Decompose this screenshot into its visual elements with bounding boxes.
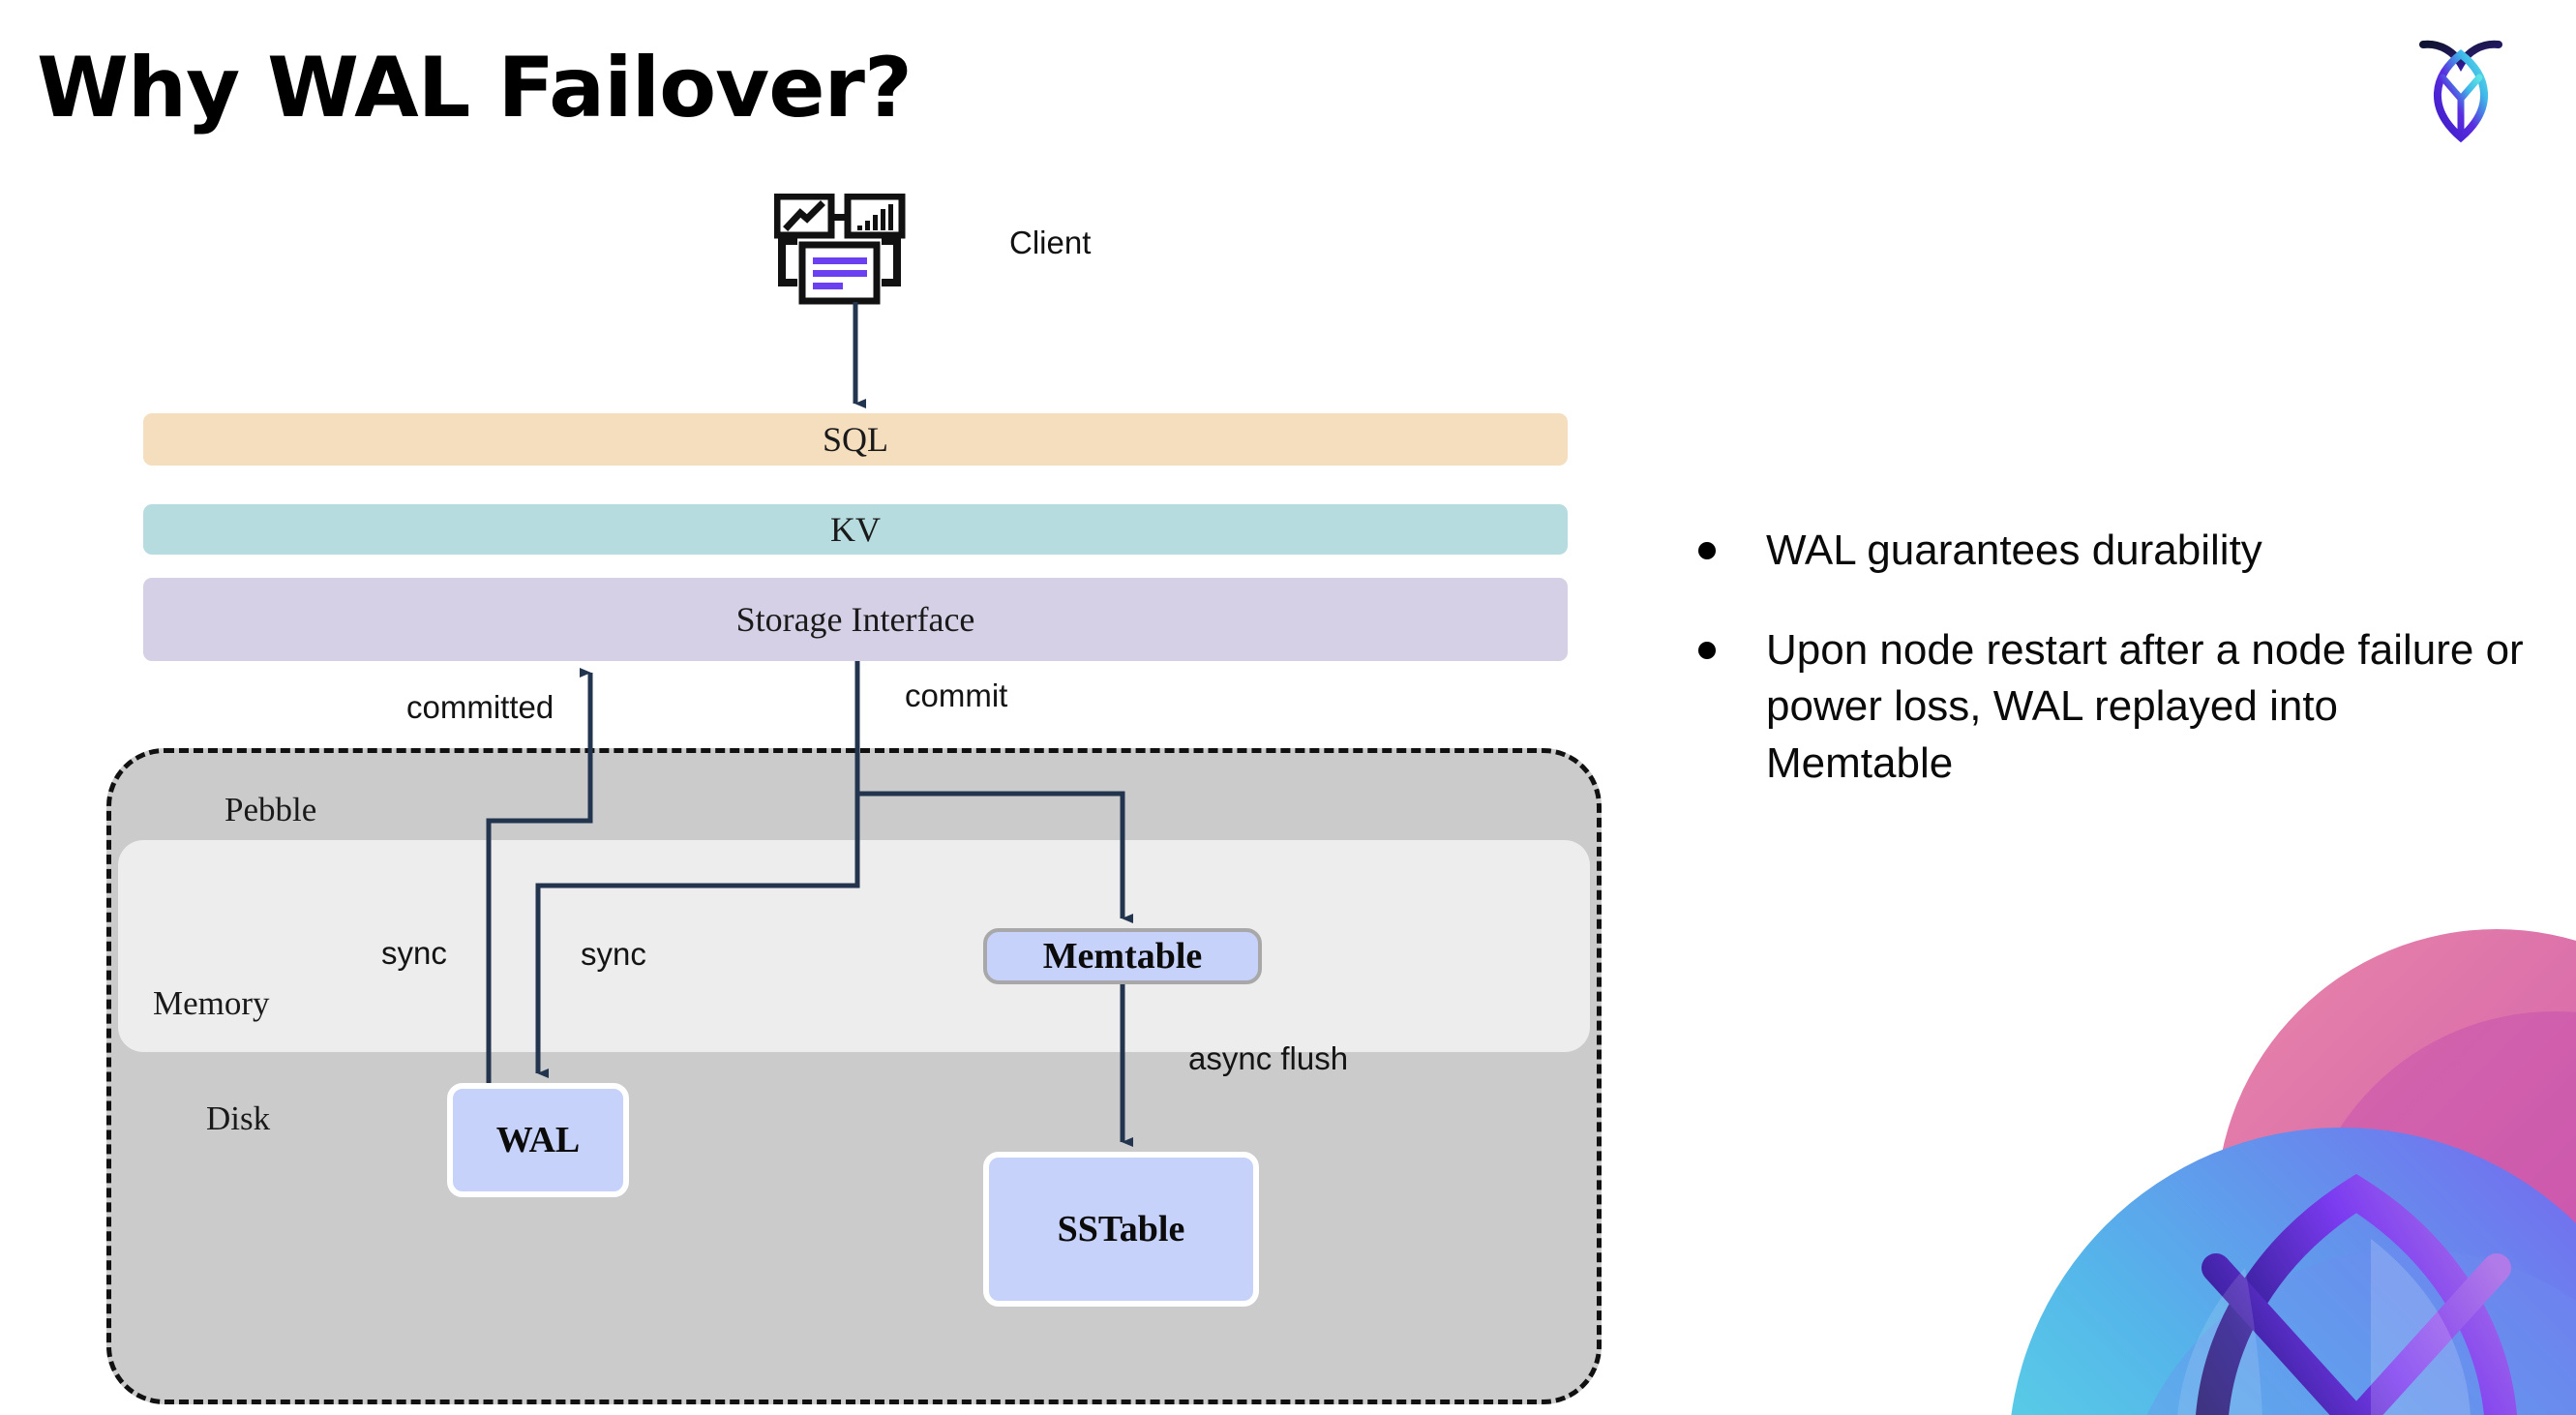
pebble-label: Pebble xyxy=(225,791,317,828)
node-wal-label: WAL xyxy=(495,1120,581,1160)
bullet-dot-icon xyxy=(1698,641,1716,659)
edge-label-commit: commit xyxy=(905,677,1008,713)
edge-label-sync-right: sync xyxy=(581,936,646,972)
bullet-text: Upon node restart after a node failure o… xyxy=(1766,625,2524,787)
edge-label-committed: committed xyxy=(406,689,554,725)
layer-bar-storage-label: Storage Interface xyxy=(735,600,975,639)
disk-label: Disk xyxy=(206,1099,271,1137)
list-item: WAL guarantees durability xyxy=(1698,523,2531,580)
client-terminal-icon xyxy=(773,193,929,329)
memory-region xyxy=(118,840,1590,1052)
cockroachdb-logo-icon xyxy=(2408,27,2514,143)
notes-bullet-list: WAL guarantees durability Upon node rest… xyxy=(1698,523,2531,834)
cockroachdb-decorative-graphic xyxy=(1955,919,2576,1415)
layer-bar-sql: SQL xyxy=(143,413,1568,466)
node-sstable: SSTable xyxy=(983,1152,1259,1307)
list-item: Upon node restart after a node failure o… xyxy=(1698,622,2531,793)
client-label: Client xyxy=(1009,225,1092,260)
edge-label-sync-left: sync xyxy=(381,935,447,971)
layer-bar-sql-label: SQL xyxy=(822,420,888,459)
node-memtable: Memtable xyxy=(983,928,1262,984)
layer-bar-storage-interface: Storage Interface xyxy=(143,578,1568,661)
bullet-dot-icon xyxy=(1698,542,1716,559)
layer-bar-kv: KV xyxy=(143,504,1568,555)
node-memtable-label: Memtable xyxy=(1042,936,1203,977)
node-sstable-label: SSTable xyxy=(1057,1209,1185,1249)
node-wal: WAL xyxy=(447,1083,629,1197)
edge-label-async-flush: async flush xyxy=(1188,1040,1349,1076)
memory-label: Memory xyxy=(153,984,270,1022)
layer-bar-kv-label: KV xyxy=(830,510,881,549)
bullet-text: WAL guarantees durability xyxy=(1766,527,2262,574)
page-title: Why WAL Failover? xyxy=(37,40,913,136)
